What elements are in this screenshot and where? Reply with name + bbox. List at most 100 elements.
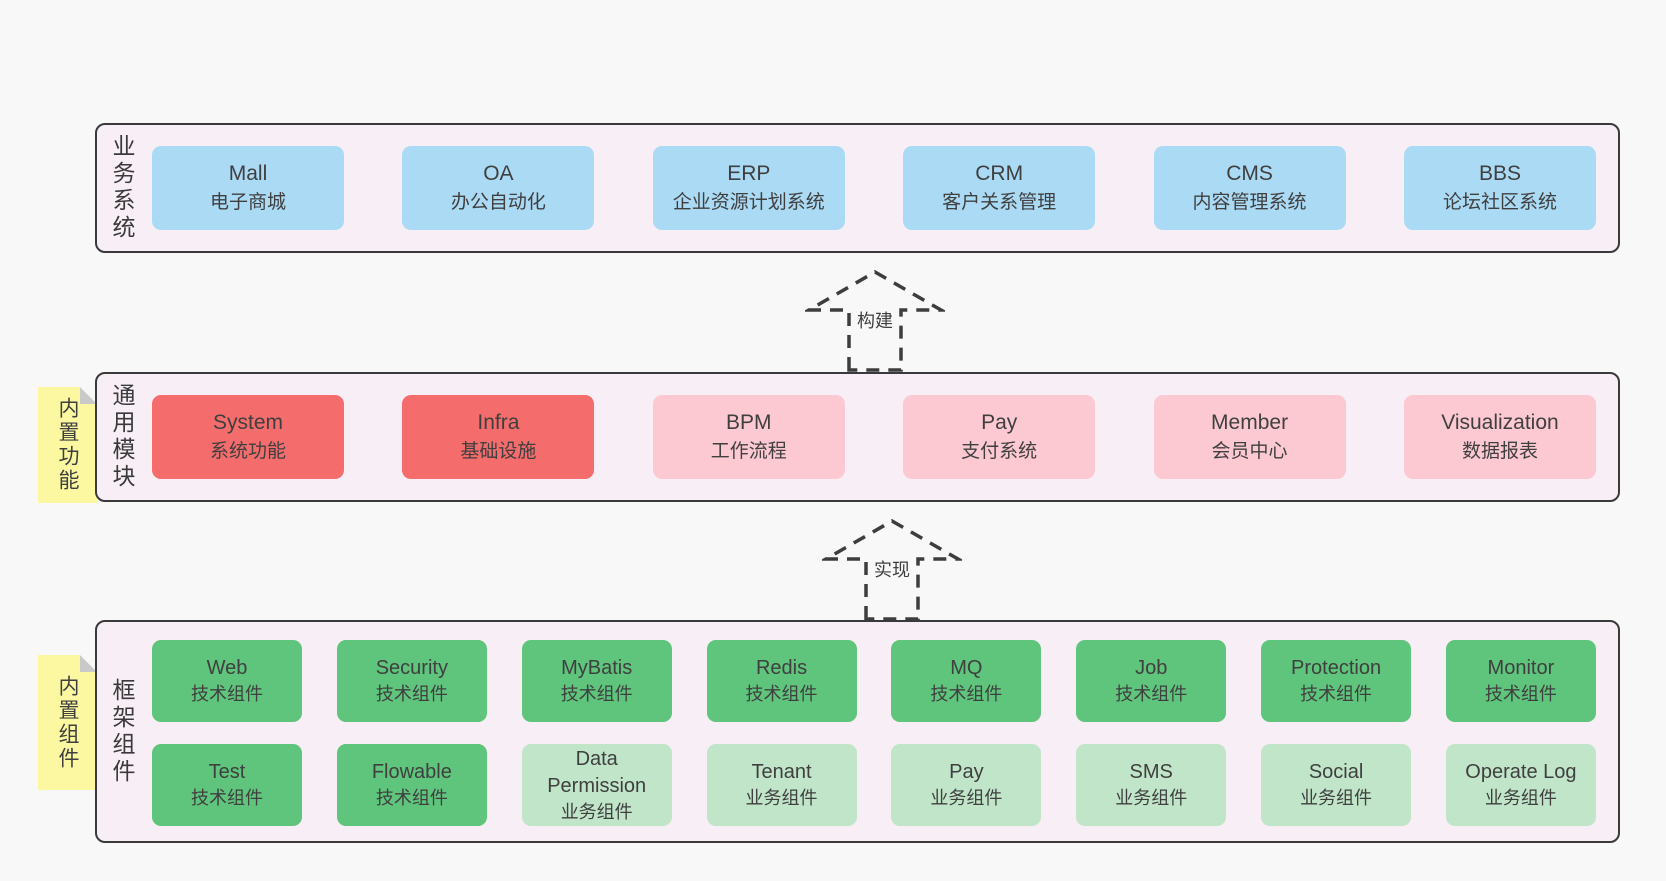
box-title: Pay — [981, 411, 1018, 435]
box-title: Monitor — [1487, 657, 1555, 680]
box-title: Web — [206, 657, 248, 680]
component-box-data-permission: Data Permission 业务组件 — [521, 744, 672, 826]
box-subtitle: 办公自动化 — [450, 191, 546, 213]
box-subtitle: 客户关系管理 — [942, 191, 1057, 213]
band-common-modules-label: 通用模块 — [109, 383, 135, 491]
band-business-systems: 业务系统 Mall 电子商城 OA 办公自动化 ERP 企业资源计划系统 CRM… — [95, 123, 1620, 253]
sticky-note-built-in-components: 内置组件 — [38, 655, 97, 790]
box-subtitle: 技术组件 — [191, 684, 263, 705]
component-box-sms: SMS 业务组件 — [1076, 744, 1227, 826]
band-framework-components-label: 框架组件 — [109, 677, 135, 786]
build-arrow: 构建 — [805, 268, 945, 372]
box-title: CRM — [975, 162, 1024, 186]
band-common-modules: 通用模块 System 系统功能 Infra 基础设施 BPM 工作流程 Pay… — [95, 372, 1620, 502]
box-subtitle: 支付系统 — [961, 440, 1038, 462]
box-title: Security — [375, 657, 448, 680]
box-title: Tenant — [751, 761, 812, 784]
box-title: Operate Log — [1465, 761, 1577, 784]
component-box-redis: Redis 技术组件 — [706, 640, 857, 722]
component-box-job: Job 技术组件 — [1076, 640, 1227, 722]
box-subtitle: 论坛社区系统 — [1442, 191, 1557, 213]
band-framework-components: 框架组件 Web 技术组件 Security 技术组件 MyBatis 技术组件… — [95, 620, 1620, 843]
system-box-cms: CMS 内容管理系统 — [1153, 146, 1346, 230]
system-box-mall: Mall 电子商城 — [152, 146, 344, 230]
component-box-mq: MQ 技术组件 — [891, 640, 1042, 722]
box-title: Flowable — [371, 761, 452, 784]
component-box-test: Test 技术组件 — [152, 744, 302, 826]
sticky-note-label: 内置组件 — [56, 674, 79, 771]
box-subtitle: 技术组件 — [745, 684, 818, 705]
box-title: MQ — [950, 657, 983, 680]
box-subtitle: 业务组件 — [930, 788, 1003, 809]
box-title: Job — [1135, 657, 1168, 680]
framework-components-row-2: Test 技术组件 Flowable 技术组件 Data Permission … — [152, 744, 1596, 826]
box-subtitle: 业务组件 — [1115, 788, 1188, 809]
box-title: BPM — [726, 411, 772, 435]
component-box-web: Web 技术组件 — [152, 640, 302, 722]
module-box-pay: Pay 支付系统 — [903, 395, 1096, 479]
box-subtitle: 技术组件 — [1115, 684, 1188, 705]
band-business-systems-label: 业务系统 — [109, 134, 135, 242]
box-subtitle: 系统功能 — [209, 440, 286, 462]
box-subtitle: 技术组件 — [560, 684, 633, 705]
box-title: Data Permission — [547, 747, 647, 797]
module-box-visualization: Visualization 数据报表 — [1403, 395, 1596, 479]
box-title: MyBatis — [561, 657, 633, 680]
box-title: Social — [1308, 761, 1364, 784]
module-box-member: Member 会员中心 — [1153, 395, 1346, 479]
box-title: Infra — [477, 411, 520, 435]
box-subtitle: 内容管理系统 — [1192, 191, 1307, 213]
business-systems-row: Mall 电子商城 OA 办公自动化 ERP 企业资源计划系统 CRM 客户关系… — [152, 125, 1596, 251]
system-box-bbs: BBS 论坛社区系统 — [1403, 146, 1596, 230]
box-title: BBS — [1478, 162, 1521, 186]
implement-arrow: 实现 — [822, 517, 962, 621]
dashed-up-arrow-icon — [805, 269, 945, 372]
box-title: Pay — [949, 761, 984, 784]
system-box-oa: OA 办公自动化 — [402, 146, 595, 230]
system-box-erp: ERP 企业资源计划系统 — [652, 146, 845, 230]
module-box-system: System 系统功能 — [152, 395, 344, 479]
box-subtitle: 数据报表 — [1461, 440, 1538, 462]
box-subtitle: 工作流程 — [710, 440, 787, 462]
box-title: ERP — [727, 162, 771, 186]
component-box-security: Security 技术组件 — [336, 640, 487, 722]
dashed-up-arrow-icon — [822, 518, 962, 621]
component-box-pay: Pay 业务组件 — [891, 744, 1042, 826]
system-box-crm: CRM 客户关系管理 — [903, 146, 1096, 230]
box-subtitle: 技术组件 — [1484, 684, 1557, 705]
box-title: CMS — [1226, 162, 1273, 186]
component-box-tenant: Tenant 业务组件 — [706, 744, 857, 826]
box-subtitle: 技术组件 — [1300, 684, 1373, 705]
component-box-social: Social 业务组件 — [1261, 744, 1412, 826]
box-subtitle: 技术组件 — [191, 788, 263, 809]
box-title: Redis — [755, 657, 808, 680]
box-subtitle: 会员中心 — [1211, 440, 1288, 462]
box-title: Protection — [1291, 657, 1382, 680]
box-title: OA — [483, 162, 514, 186]
box-subtitle: 业务组件 — [1484, 788, 1557, 809]
component-box-flowable: Flowable 技术组件 — [336, 744, 487, 826]
box-subtitle: 技术组件 — [375, 684, 448, 705]
implement-arrow-label: 实现 — [870, 555, 914, 583]
box-subtitle: 基础设施 — [460, 440, 537, 462]
box-subtitle: 技术组件 — [930, 684, 1003, 705]
sticky-note-label: 内置功能 — [56, 397, 79, 493]
component-box-operate-log: Operate Log 业务组件 — [1445, 744, 1596, 826]
sticky-note-built-in-features: 内置功能 — [38, 387, 97, 503]
box-title: SMS — [1129, 761, 1173, 784]
box-subtitle: 业务组件 — [745, 788, 818, 809]
box-title: Mall — [228, 162, 268, 186]
module-box-bpm: BPM 工作流程 — [652, 395, 845, 479]
box-title: Test — [208, 761, 246, 784]
box-subtitle: 电子商城 — [209, 191, 286, 213]
box-title: System — [212, 411, 283, 435]
common-modules-row: System 系统功能 Infra 基础设施 BPM 工作流程 Pay 支付系统… — [152, 374, 1596, 500]
component-box-monitor: Monitor 技术组件 — [1445, 640, 1596, 722]
box-subtitle: 技术组件 — [375, 788, 448, 809]
framework-components-row-1: Web 技术组件 Security 技术组件 MyBatis 技术组件 Redi… — [152, 640, 1596, 722]
build-arrow-label: 构建 — [853, 306, 897, 334]
module-box-infra: Infra 基础设施 — [402, 395, 595, 479]
box-subtitle: 企业资源计划系统 — [672, 191, 825, 213]
box-subtitle: 业务组件 — [560, 801, 633, 822]
